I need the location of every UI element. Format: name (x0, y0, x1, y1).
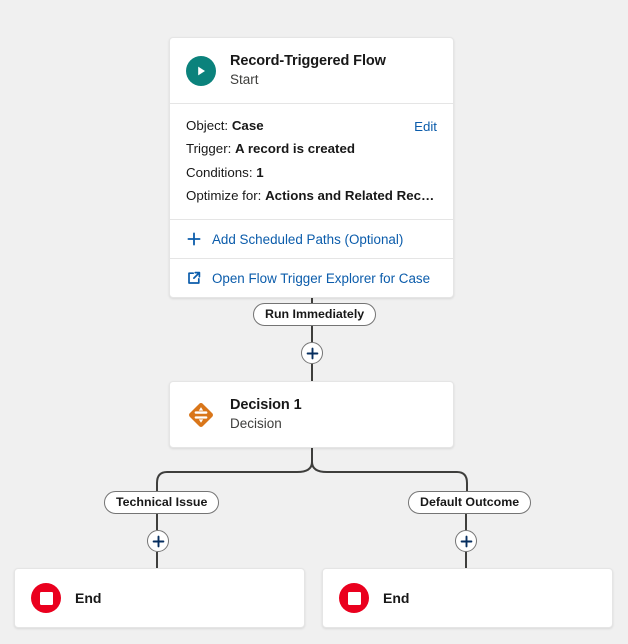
decision-diamond-icon (186, 400, 216, 430)
end-stop-icon (339, 583, 369, 613)
decision-node-subtitle: Decision (230, 416, 282, 432)
open-flow-trigger-explorer-link[interactable]: Open Flow Trigger Explorer for Case (170, 259, 453, 297)
detail-row-object: Object: Case (186, 114, 437, 137)
divider (170, 103, 453, 104)
end-node-card-right[interactable]: End (322, 568, 613, 628)
end-node-card-left[interactable]: End (14, 568, 305, 628)
detail-value: 1 (256, 164, 264, 180)
start-node-title: Record-Triggered Flow (230, 53, 386, 69)
end-node-label: End (383, 590, 410, 606)
decision-node-header[interactable]: Decision 1 Decision (170, 382, 453, 447)
play-icon (186, 55, 216, 86)
end-stop-icon (31, 583, 61, 613)
detail-label: Conditions: (186, 164, 253, 180)
detail-value: Case (231, 118, 264, 133)
detail-row-conditions: Conditions: 1 (186, 161, 437, 184)
add-scheduled-paths-label: Add Scheduled Paths (Optional) (212, 231, 404, 247)
plus-icon (460, 535, 472, 547)
detail-value: A record is created (235, 141, 356, 157)
add-element-button-right-branch[interactable] (455, 530, 477, 552)
end-node-label: End (75, 590, 102, 606)
run-immediately-pill: Run Immediately (253, 303, 377, 326)
open-flow-trigger-explorer-label: Open Flow Trigger Explorer for Case (212, 270, 431, 286)
add-element-button-start[interactable] (301, 342, 323, 364)
plus-icon (306, 347, 318, 359)
detail-label: Object: (186, 118, 229, 133)
edit-link[interactable]: Edit (414, 119, 437, 134)
start-node-card[interactable]: Record-Triggered Flow Start Edit Object:… (169, 37, 454, 299)
plus-icon (186, 231, 202, 247)
detail-row-trigger: Trigger: A record is created (186, 137, 437, 160)
start-node-details: Edit Object: Case Trigger: A record is c… (170, 104, 453, 219)
detail-row-optimize-for: Optimize for: Actions and Related Rec… (186, 184, 437, 207)
end-node-header[interactable]: End (323, 569, 612, 627)
divider (170, 258, 453, 260)
external-link-icon (186, 270, 202, 286)
detail-label: Trigger: (186, 141, 232, 157)
start-node-subtitle: Start (230, 72, 259, 88)
decision-node-card[interactable]: Decision 1 Decision (169, 381, 454, 448)
add-element-button-left-branch[interactable] (147, 530, 169, 552)
detail-label: Optimize for: (186, 187, 262, 203)
divider (170, 219, 453, 221)
branch-label-default-outcome: Default Outcome (408, 491, 532, 514)
start-node-header[interactable]: Record-Triggered Flow Start (170, 38, 453, 103)
detail-value: Actions and Related Rec… (265, 187, 435, 203)
plus-icon (152, 535, 164, 547)
add-scheduled-paths-link[interactable]: Add Scheduled Paths (Optional) (170, 220, 453, 258)
end-node-header[interactable]: End (15, 569, 304, 627)
branch-label-technical-issue: Technical Issue (104, 491, 220, 514)
decision-node-title: Decision 1 (230, 397, 302, 413)
